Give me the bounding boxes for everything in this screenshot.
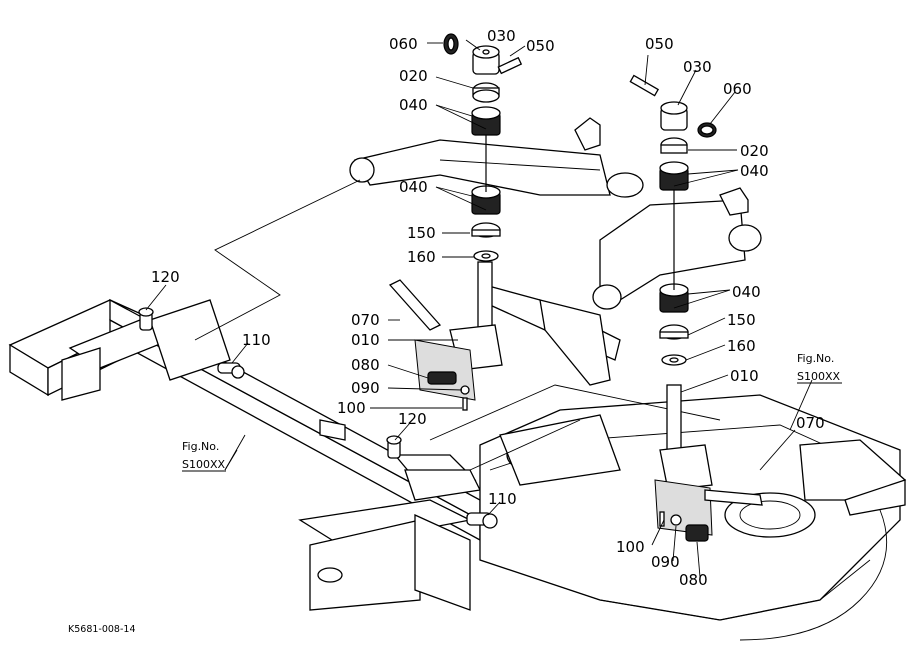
right-hanger-stack: [629, 74, 763, 542]
mower-frame: [8, 298, 481, 611]
drawing-code: K5681-008-14: [68, 624, 135, 635]
callout-070-left: 070: [351, 311, 380, 329]
callout-060-left: 060: [389, 35, 418, 53]
frame-pins: [138, 307, 498, 529]
leader-lines: [145, 39, 813, 578]
callout-050-left: 050: [526, 37, 555, 55]
callout-labels: 060 030 050 020 040 040 150 160 070 010 …: [151, 27, 825, 589]
callout-020-right: 020: [740, 142, 769, 160]
left-hanger-stack: [388, 33, 523, 411]
fig-ref-left-code: S100XX: [182, 458, 226, 471]
callout-070-right: 070: [796, 414, 825, 432]
callout-150-left: 150: [407, 224, 436, 242]
callout-040-left-lower: 040: [399, 178, 428, 196]
callout-060-right: 060: [723, 80, 752, 98]
callout-160-left: 160: [407, 248, 436, 266]
callout-080-right: 080: [679, 571, 708, 589]
fig-ref-right-code: S100XX: [797, 370, 841, 383]
lift-arm-assembly: [194, 117, 762, 471]
callout-040-right-upper: 040: [740, 162, 769, 180]
callout-090-right: 090: [651, 553, 680, 571]
callout-120-center: 120: [398, 410, 427, 428]
figure-references: Fig.No. S100XX Fig.No. S100XX: [182, 352, 842, 472]
callout-160-right: 160: [727, 337, 756, 355]
fig-ref-left-title: Fig.No.: [182, 440, 219, 453]
callout-110-center: 110: [488, 490, 517, 508]
callout-040-right-lower: 040: [732, 283, 761, 301]
callout-090-left: 090: [351, 379, 380, 397]
callout-050-right: 050: [645, 35, 674, 53]
callout-030-left: 030: [487, 27, 516, 45]
callout-020-left: 020: [399, 67, 428, 85]
callout-010-right: 010: [730, 367, 759, 385]
callout-100-right: 100: [616, 538, 645, 556]
callout-080-left: 080: [351, 356, 380, 374]
callout-120-left: 120: [151, 268, 180, 286]
callout-010-left: 010: [351, 331, 380, 349]
callout-030-right: 030: [683, 58, 712, 76]
callout-100-left: 100: [337, 399, 366, 417]
callout-040-left-upper: 040: [399, 96, 428, 114]
callout-110-left: 110: [242, 331, 271, 349]
fig-ref-right-title: Fig.No.: [797, 352, 834, 365]
callout-150-right: 150: [727, 311, 756, 329]
